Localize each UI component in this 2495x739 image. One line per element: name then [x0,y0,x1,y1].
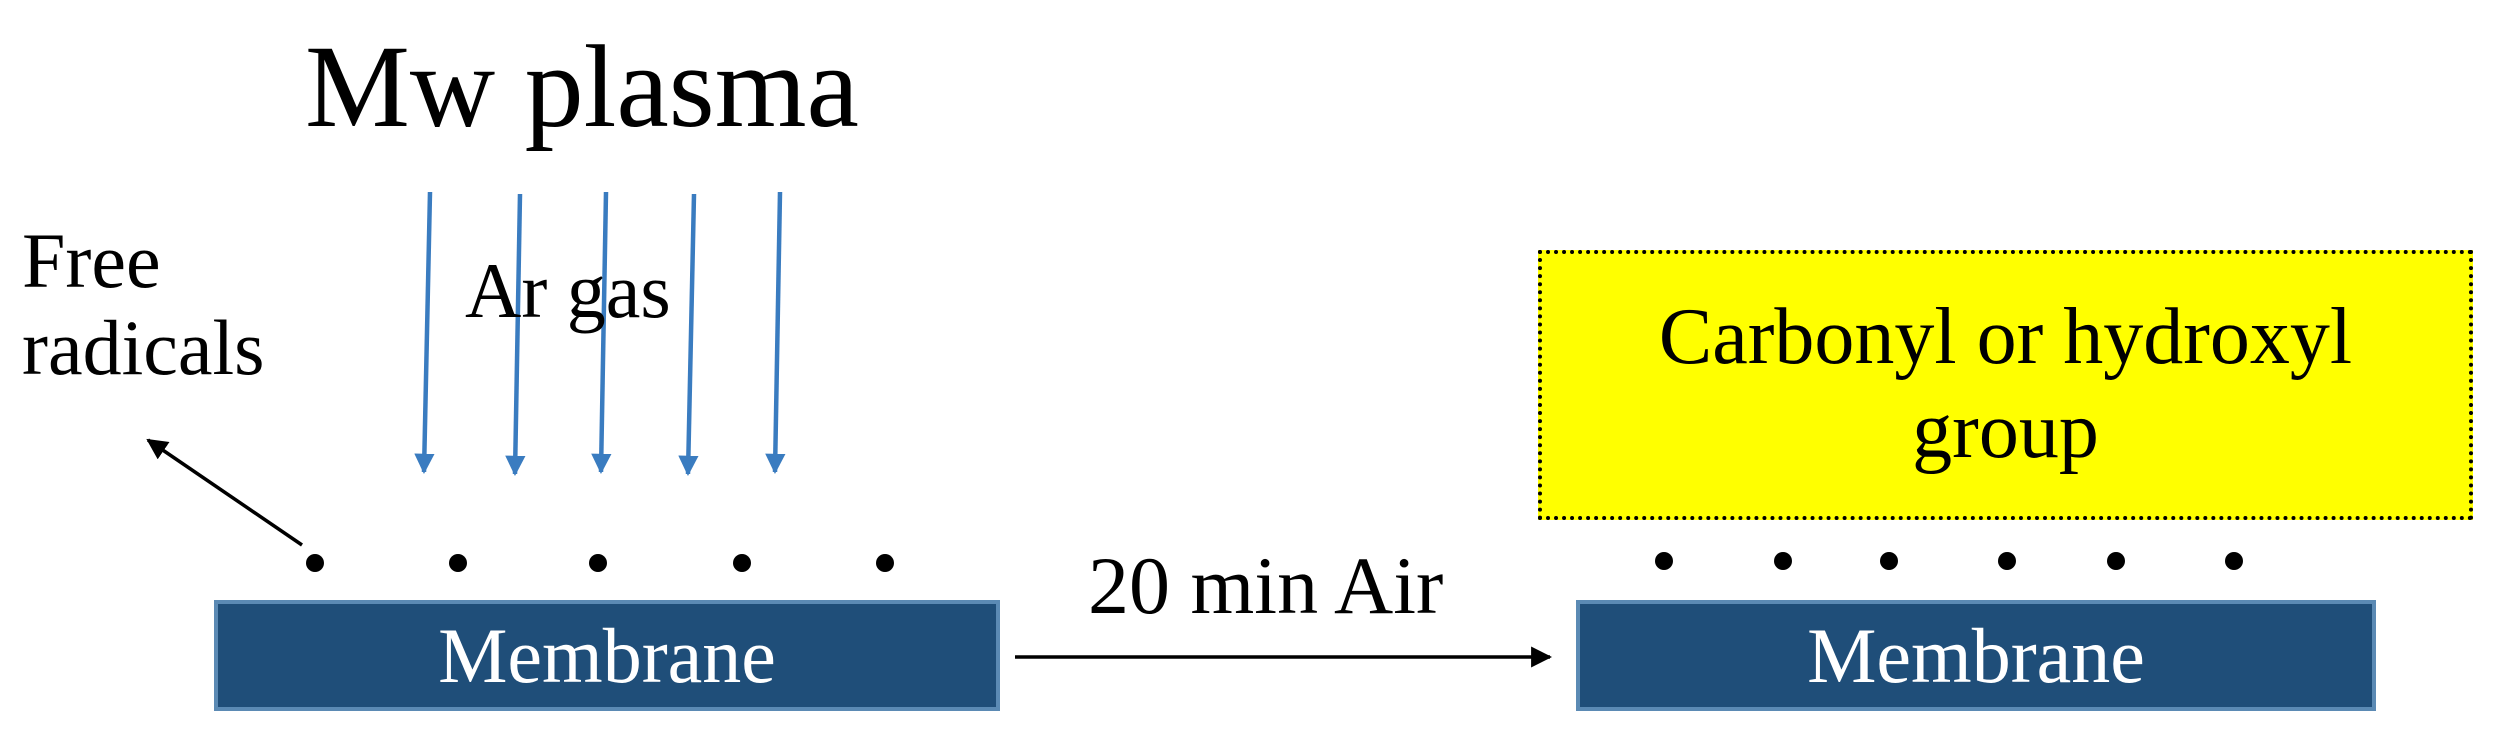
group-dot [1998,552,2016,570]
group-dot [2225,552,2243,570]
radical-dot [306,554,324,572]
membrane-before: Membrane [214,600,1000,711]
membrane-after: Membrane [1576,600,2376,711]
group-dot [1655,552,1673,570]
functional-group-label: Carbonyl or hydroxyl group [1658,293,2353,475]
gas-label: Ar gas [465,247,671,334]
membrane-label: Membrane [1807,611,2145,699]
free-radicals-label: Free radicals [22,217,265,391]
membrane-label: Membrane [438,611,776,699]
group-dot [2107,552,2125,570]
radical-dot [876,554,894,572]
radical-dot [733,554,751,572]
radical-pointer-arrow [146,438,303,547]
diagram-title: Mw plasma [305,21,859,152]
process-step-label: 20 min Air [1088,540,1444,631]
group-dot [1774,552,1792,570]
gas-arrow [591,191,612,475]
gas-arrow [678,193,699,477]
group-dot [1880,552,1898,570]
gas-arrow [505,193,526,477]
gas-arrow [414,191,435,475]
radical-dot [589,554,607,572]
gas-arrow [765,191,786,475]
radical-dot [449,554,467,572]
functional-group-box: Carbonyl or hydroxyl group [1538,250,2473,520]
